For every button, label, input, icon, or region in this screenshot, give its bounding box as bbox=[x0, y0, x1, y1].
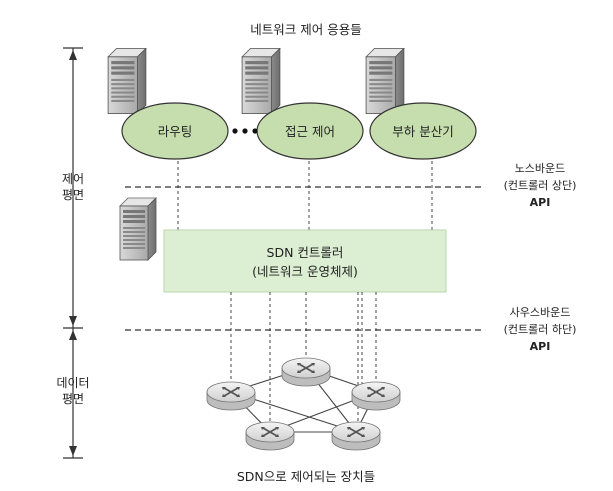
app-label: 부하 분산기 bbox=[392, 124, 453, 139]
app-access-control: 접근 제어 bbox=[256, 102, 364, 160]
switch-icon bbox=[331, 421, 381, 451]
ellipsis-dots bbox=[232, 128, 258, 134]
southbound-label: API bbox=[530, 340, 551, 353]
controller-label: SDN 컨트롤러 bbox=[267, 245, 344, 260]
app-controller-links bbox=[177, 155, 433, 232]
server-icon bbox=[119, 197, 157, 261]
server-icon bbox=[365, 48, 405, 114]
control-plane-label: 제어 bbox=[62, 172, 84, 186]
controller-label: (네트워크 운영체제) bbox=[252, 264, 358, 279]
server-icon bbox=[241, 48, 281, 114]
app-label: 라우팅 bbox=[158, 124, 193, 139]
plane-axis bbox=[63, 47, 83, 459]
server-icon bbox=[107, 48, 147, 114]
data-plane-label: 데이터 bbox=[56, 376, 89, 390]
data-plane-label: 평면 bbox=[62, 392, 84, 406]
sdn-controller: SDN 컨트롤러 (네트워크 운영체제) bbox=[163, 229, 447, 293]
southbound-label: (컨트롤러 하단) bbox=[504, 322, 577, 336]
bottom-title: SDN으로 제어되는 장치들 bbox=[237, 469, 375, 484]
app-load-balancer: 부하 분산기 bbox=[369, 102, 477, 160]
control-plane-label: 평면 bbox=[62, 188, 84, 202]
app-routing: 라우팅 bbox=[121, 102, 229, 160]
top-title: 네트워크 제어 응용들 bbox=[250, 22, 361, 37]
app-label: 접근 제어 bbox=[285, 124, 335, 139]
switch-icon bbox=[245, 421, 295, 451]
switch-icon bbox=[206, 381, 256, 411]
switch-icon bbox=[281, 357, 331, 387]
northbound-label: 노스바운드 bbox=[515, 162, 566, 175]
northbound-label: (컨트롤러 상단) bbox=[504, 179, 577, 192]
switch-icon bbox=[351, 381, 401, 411]
southbound-label: 사우스바운드 bbox=[510, 306, 571, 319]
northbound-label: API bbox=[530, 196, 551, 209]
